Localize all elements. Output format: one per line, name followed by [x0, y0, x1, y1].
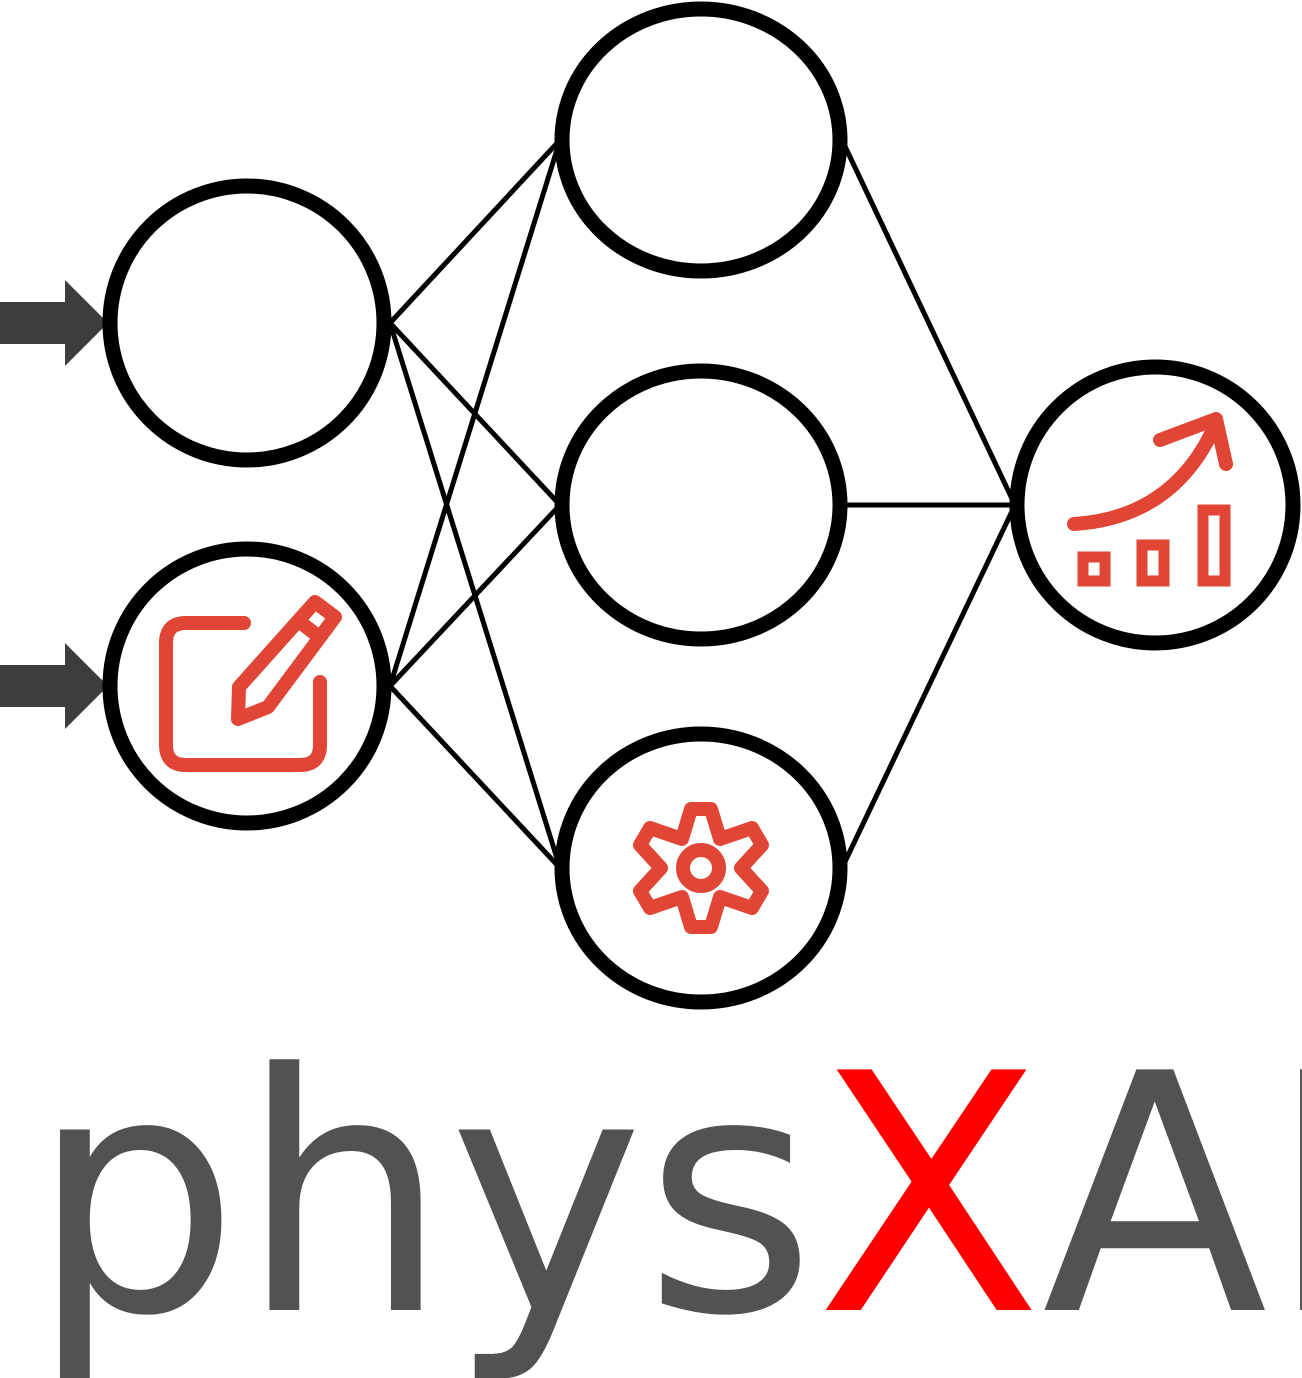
brand-suffix: AI	[1042, 1004, 1302, 1378]
edge-in1-h1	[387, 137, 563, 326]
gear-icon	[633, 802, 769, 934]
edit-icon	[159, 595, 342, 772]
edge-in2-h3	[387, 683, 563, 871]
brand-highlight: X	[816, 1004, 1042, 1378]
edge-in2-h1	[387, 137, 563, 689]
edge-h3-out	[839, 502, 1018, 871]
input-arrow-bottom	[0, 643, 108, 729]
input-arrow-top	[0, 280, 108, 366]
input-node-top	[102, 178, 392, 468]
input-arrows	[0, 280, 108, 729]
hidden-node-top	[554, 1, 848, 279]
growth-chart-icon	[1067, 412, 1233, 587]
brand-wordmark: physXAI	[30, 1004, 1302, 1378]
brand-prefix: phys	[30, 1004, 816, 1378]
hidden-node-middle	[554, 363, 848, 647]
network-edges	[387, 137, 1018, 871]
edge-h1-out	[839, 137, 1018, 508]
edge-in2-h2	[387, 502, 563, 689]
hidden-node-gear	[554, 726, 848, 1010]
